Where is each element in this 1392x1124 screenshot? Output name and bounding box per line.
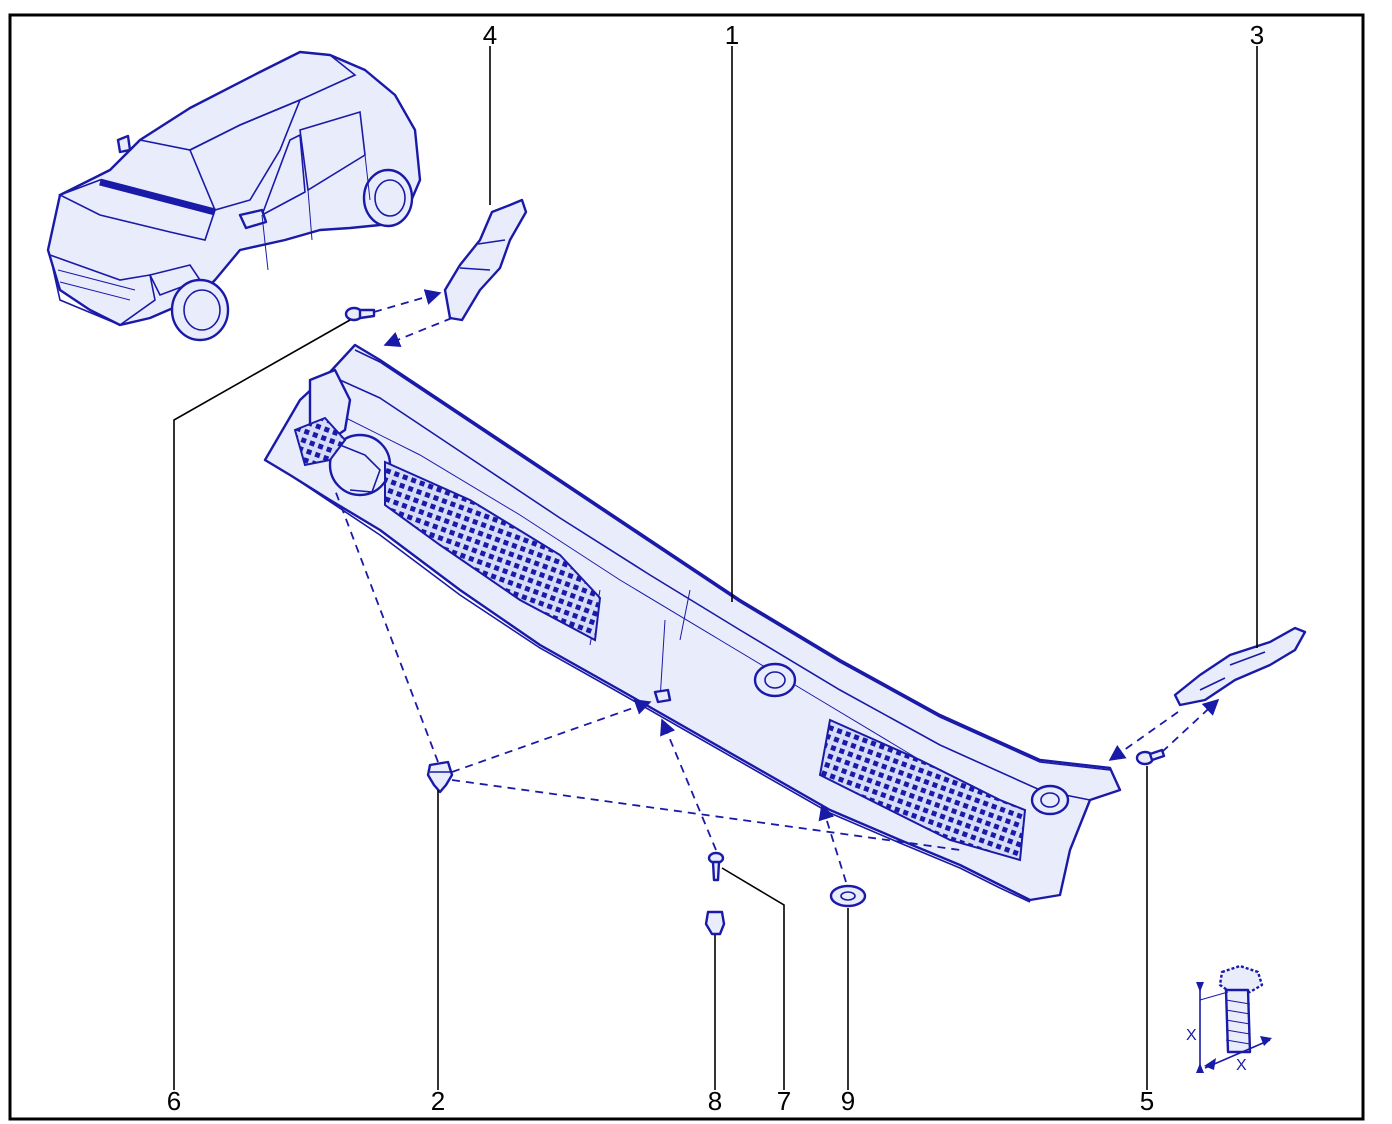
screw-part-5 [1135, 748, 1166, 766]
callout-number-1: 1 [725, 20, 739, 50]
callout-number-3: 3 [1250, 20, 1264, 50]
screw-part-6 [344, 306, 376, 322]
callout-number-5: 5 [1140, 1086, 1154, 1116]
assembly-direction-lines [334, 289, 1220, 883]
callout-number-6: 6 [167, 1086, 181, 1116]
diagram-frame [8, 13, 1365, 1121]
screw-part-7 [707, 851, 725, 882]
washer-part-9 [829, 884, 867, 908]
dimension-label-vertical: X [1186, 1027, 1197, 1044]
callout-number-7: 7 [777, 1086, 791, 1116]
vehicle-location-thumbnail [46, 50, 422, 342]
end-bracket-left-part-4 [443, 198, 528, 322]
callout-number-8: 8 [708, 1086, 722, 1116]
cowl-panel-part-1 [263, 343, 1122, 903]
callout-number-9: 9 [841, 1086, 855, 1116]
callout-number-4: 4 [483, 20, 497, 50]
clip-part-8 [704, 910, 726, 936]
end-bracket-right-part-3 [1173, 626, 1307, 707]
callout-number-2: 2 [431, 1086, 445, 1116]
clip-part-2 [426, 760, 454, 794]
dimension-label-horizontal: X [1236, 1057, 1247, 1074]
fastener-length-symbol: X X [1186, 964, 1272, 1074]
leader-lines [173, 46, 1258, 1090]
